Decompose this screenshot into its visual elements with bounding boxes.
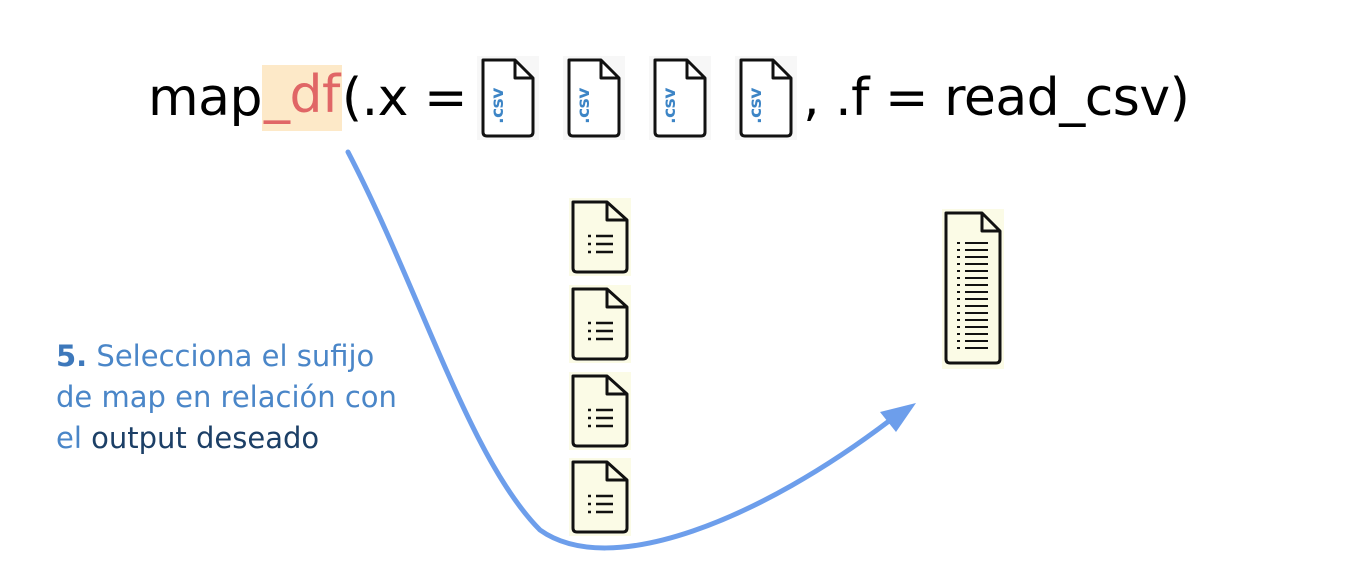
function-prefix: map <box>148 68 263 128</box>
note-line-3: el output deseado <box>56 418 456 459</box>
csv-file-icon: .csv <box>477 56 540 140</box>
note-text-3: el <box>56 421 82 455</box>
csv-file-icon: .csv <box>649 56 712 140</box>
combined-list-document-icon <box>942 209 1004 369</box>
args-close: , .f = read_csv) <box>803 68 1190 128</box>
csv-label: .csv <box>660 88 680 124</box>
csv-file-icon: .csv <box>563 56 626 140</box>
note-text-1: Selecciona el sufijo <box>96 339 375 373</box>
csv-label: .csv <box>746 88 766 124</box>
arrow-path <box>345 149 896 551</box>
list-document-icon <box>569 372 631 450</box>
function-suffix-highlight: _df <box>262 65 342 131</box>
note-highlight: output deseado <box>91 421 320 455</box>
list-document-icon <box>569 285 631 363</box>
csv-file-icon: .csv <box>735 56 798 140</box>
code-expression: map_df(.x = .csv .csv .csv .csv , .f = r… <box>148 56 1190 140</box>
note-line-1: 5. Selecciona el sufijo <box>56 336 456 377</box>
csv-file-list: .csv .csv .csv .csv <box>477 56 798 140</box>
args-open: (.x = <box>341 68 468 128</box>
note-line-2: de map en relación con <box>56 380 397 414</box>
list-document-icon <box>569 198 631 276</box>
step-number: 5. <box>56 339 88 373</box>
csv-label: .csv <box>488 88 508 124</box>
arrow-head <box>880 403 916 432</box>
step-note: 5. Selecciona el sufijo de map en relaci… <box>56 336 456 459</box>
csv-label: .csv <box>574 88 594 124</box>
list-document-icon <box>569 458 631 536</box>
